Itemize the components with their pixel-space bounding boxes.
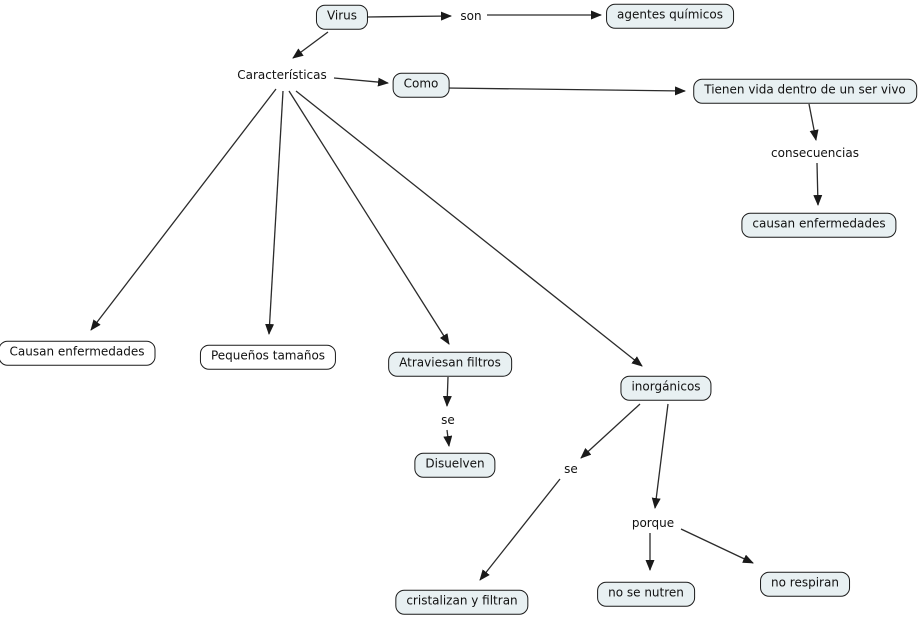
link-label-consecuencias[interactable]: consecuencias: [769, 146, 861, 160]
node-agentes-quimicos[interactable]: agentes químicos: [606, 3, 734, 29]
link-label-se-filtros[interactable]: se: [439, 413, 457, 427]
link-label-son[interactable]: son: [458, 9, 484, 23]
node-atraviesan-filtros[interactable]: Atraviesan filtros: [388, 351, 512, 377]
node-tienen-vida[interactable]: Tienen vida dentro de un ser vivo: [693, 78, 917, 104]
node-cristalizan-y-filtran[interactable]: cristalizan y filtran: [395, 589, 529, 615]
link-label-porque[interactable]: porque: [629, 516, 677, 530]
link-label-caracteristicas[interactable]: Características: [235, 68, 329, 82]
node-como[interactable]: Como: [392, 72, 450, 98]
node-causan-enfermedades-consecuencia[interactable]: causan enfermedades: [741, 212, 897, 238]
node-virus[interactable]: Virus: [315, 4, 369, 30]
node-disuelven[interactable]: Disuelven: [414, 452, 496, 478]
node-no-se-nutren[interactable]: no se nutren: [597, 581, 695, 607]
node-causan-enfermedades[interactable]: Causan enfermedades: [0, 340, 156, 366]
link-label-se-inorganicos[interactable]: se: [562, 462, 580, 476]
node-inorganicos[interactable]: inorgánicos: [620, 375, 712, 401]
node-pequenos-tamanos[interactable]: Pequeños tamaños: [199, 344, 337, 370]
node-no-respiran[interactable]: no respiran: [760, 571, 850, 597]
